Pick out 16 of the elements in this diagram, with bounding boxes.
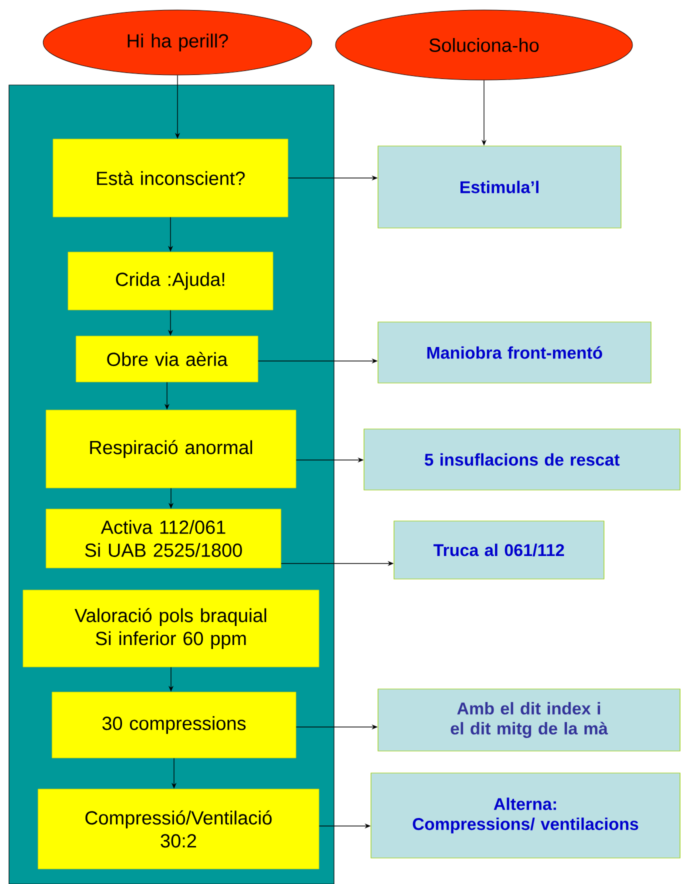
action-box: Maniobra front-mentó — [378, 322, 652, 384]
step-box: 30 compressions — [52, 692, 296, 758]
step-box: Activa 112/061 Si UAB 2525/1800 — [46, 508, 282, 568]
action-box: Amb el dit index i el dit mitg de la mà — [378, 688, 680, 752]
step-box: Compressió/Ventilació 30:2 — [38, 788, 320, 870]
oval-node: Hi ha perill? — [42, 10, 312, 76]
oval-node: Soluciona-ho — [335, 10, 633, 80]
step-box: Respiració anormal — [46, 410, 296, 488]
step-box: Valoració pols braquial Si inferior 60 ppm — [22, 590, 320, 668]
step-box: Està inconscient? — [52, 138, 288, 218]
action-box: 5 insuflacions de rescat — [364, 428, 680, 490]
action-box: Truca al 061/112 — [394, 520, 604, 580]
step-box: Obre via aèria — [76, 336, 258, 382]
step-box: Crida :Ajuda! — [68, 252, 274, 310]
action-box: Estimula’l — [378, 146, 622, 228]
action-box: Alterna: Compressions/ ventilacions — [370, 772, 680, 858]
